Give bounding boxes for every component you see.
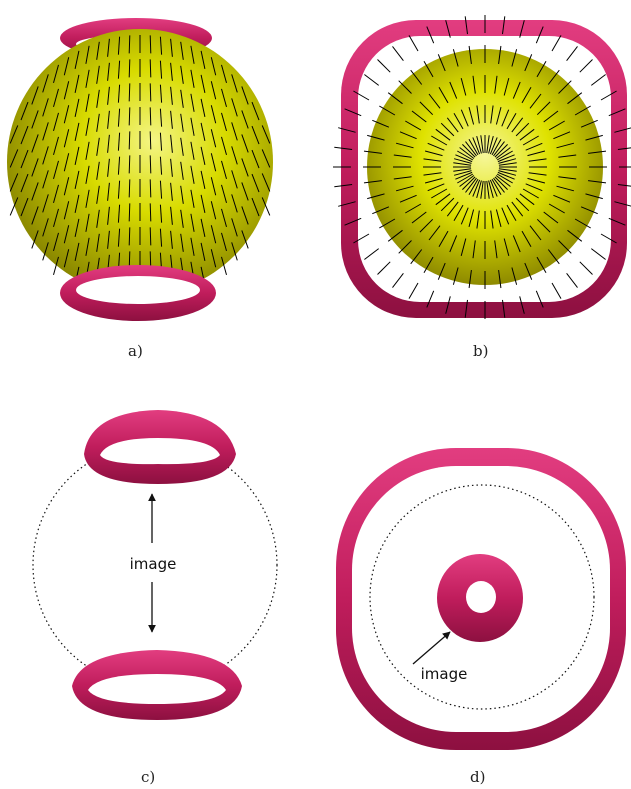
panel-d: image (336, 448, 626, 750)
panel-c: image (33, 410, 277, 720)
needle (129, 35, 130, 53)
top-ring (84, 410, 236, 484)
needle (150, 227, 151, 245)
needle (150, 83, 151, 101)
needle (129, 203, 130, 221)
image-label: image (421, 665, 468, 683)
needle (150, 203, 151, 221)
needle (150, 107, 151, 125)
small-ring (437, 554, 523, 642)
needle (129, 131, 130, 149)
needle (129, 155, 130, 173)
needle (129, 59, 130, 77)
bottom-ring (60, 265, 216, 321)
needle (150, 131, 151, 149)
needle (150, 35, 151, 53)
needle (129, 227, 130, 245)
panel-b (333, 15, 631, 319)
panel-a (7, 18, 273, 321)
caption-c: c) (141, 768, 155, 786)
caption-d: d) (470, 768, 485, 786)
needle (150, 179, 151, 197)
needle (150, 59, 151, 77)
needle (150, 155, 151, 173)
caption-b: b) (473, 342, 488, 360)
bottom-ring (72, 650, 242, 720)
image-label: image (130, 555, 177, 573)
needle (129, 83, 130, 101)
needle (129, 107, 130, 125)
needle (129, 179, 130, 197)
caption-a: a) (128, 342, 143, 360)
